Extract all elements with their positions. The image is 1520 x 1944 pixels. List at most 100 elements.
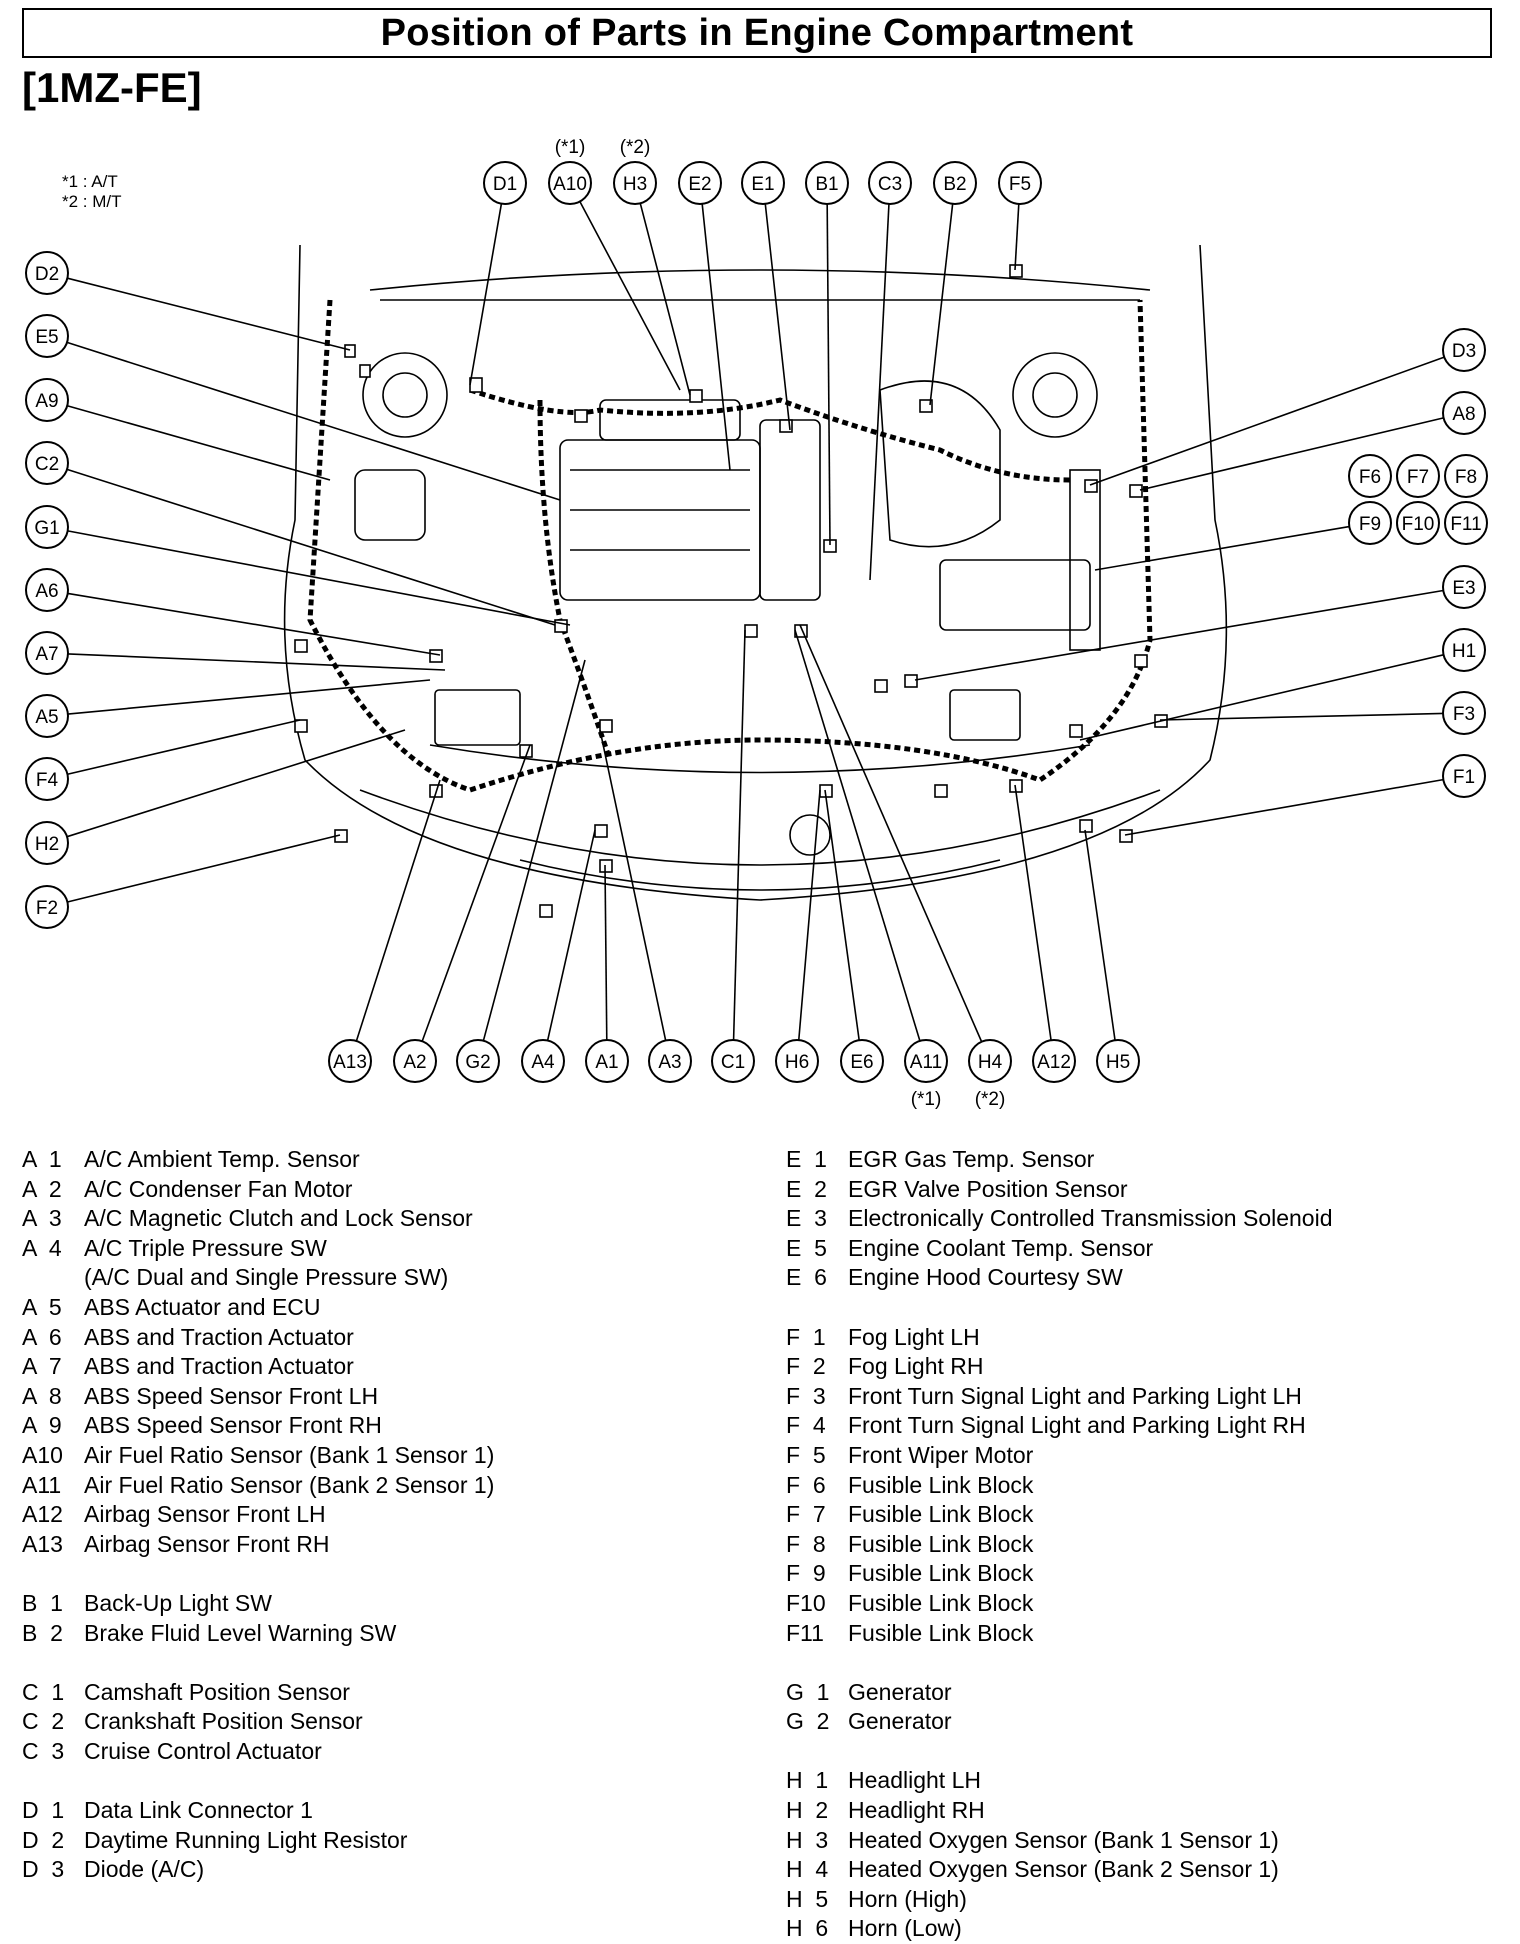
leader-f3: [1159, 712, 1444, 721]
callout-label: G1: [34, 518, 59, 539]
callout-circle: [613, 161, 657, 205]
callout-label: D3: [1452, 341, 1476, 362]
callout-circle: [1442, 628, 1486, 672]
callout-label: G2: [465, 1052, 490, 1073]
leader-a13: [355, 779, 441, 1042]
leader-h1: [1079, 654, 1444, 741]
leader-c2: [66, 468, 556, 626]
callout-note: (*1): [555, 137, 586, 158]
callout-d1: D1: [483, 161, 527, 205]
legend-code: E 2: [786, 1175, 827, 1202]
callout-label: A2: [403, 1052, 426, 1073]
callout-g1: G1: [25, 505, 69, 549]
callout-g2: G2: [456, 1039, 500, 1083]
callout-label: F9: [1359, 514, 1381, 535]
battery: [949, 689, 1021, 741]
legend-code: G 2: [786, 1708, 830, 1735]
callout-label: C3: [878, 174, 902, 195]
legend-code: A 6: [22, 1323, 62, 1350]
callout-f11: F11: [1444, 501, 1488, 545]
connectors: [294, 264, 1168, 918]
leader-g2: [482, 659, 586, 1041]
callout-c2: C2: [25, 441, 69, 485]
leader-d1: [469, 203, 503, 386]
leader-b2: [929, 203, 954, 406]
legend-text: A/C Condenser Fan Motor: [84, 1175, 353, 1202]
callout-note: (*2): [975, 1089, 1006, 1110]
legend-text: EGR Valve Position Sensor: [848, 1175, 1128, 1202]
callout-h6: H6: [775, 1039, 819, 1083]
callout-label: D2: [35, 264, 59, 285]
callout-a7: A7: [25, 631, 69, 675]
legend-code: A 7: [22, 1353, 62, 1380]
legend-text: Diode (A/C): [84, 1856, 205, 1883]
callout-circle: [585, 1039, 629, 1083]
callout-label: F11: [1450, 514, 1481, 535]
legend-text: Daytime Running Light Resistor: [84, 1826, 408, 1853]
engine-intake-plenum: [599, 399, 741, 441]
leader-a1: [604, 864, 608, 1041]
callout-h4: H4(*2): [968, 1039, 1012, 1110]
leader-e5: [66, 341, 561, 501]
legend-text: Fusible Link Block: [848, 1501, 1034, 1528]
engine-timing-cover: [759, 419, 821, 601]
legend-text: ABS Actuator and ECU: [84, 1293, 321, 1320]
legend-code: F 4: [786, 1412, 826, 1439]
callout-h3: H3(*2): [613, 137, 657, 205]
callout-label: E5: [35, 327, 58, 348]
callout-label: F7: [1407, 467, 1429, 488]
legend-text: Cruise Control Actuator: [84, 1737, 322, 1764]
callout-d2: D2: [25, 251, 69, 295]
legend-code: F 6: [786, 1471, 826, 1498]
callout-circle: [998, 161, 1042, 205]
legend-code: A 3: [22, 1205, 62, 1232]
legend-code: A 8: [22, 1382, 62, 1409]
callout-circle: [933, 161, 977, 205]
callout-label: F10: [1402, 514, 1435, 535]
leader-f4: [67, 719, 301, 776]
callout-f7: F7: [1396, 454, 1440, 498]
callout-circle: [328, 1039, 372, 1083]
legend-text: Camshaft Position Sensor: [84, 1678, 350, 1705]
callout-circle: [25, 505, 69, 549]
callout-a8: A8: [1442, 391, 1486, 435]
callout-label: F1: [1453, 767, 1475, 788]
leader-h3: [639, 203, 691, 396]
legend-code: F 2: [786, 1353, 826, 1380]
legend-code: E 5: [786, 1234, 827, 1261]
callout-a6: A6: [25, 568, 69, 612]
legend-text: A/C Ambient Temp. Sensor: [84, 1146, 360, 1172]
legend-code: B 1: [22, 1589, 63, 1616]
legend-text: Headlight RH: [848, 1797, 985, 1824]
legend-code: E 1: [786, 1146, 827, 1172]
legend-code: H 1: [786, 1767, 829, 1794]
callout-circle: [741, 161, 785, 205]
legend-code: A10: [22, 1441, 63, 1468]
legend-code: F 3: [786, 1382, 826, 1409]
callout-circle: [678, 161, 722, 205]
callout-circle: [25, 757, 69, 801]
callout-e6: E6: [840, 1039, 884, 1083]
callout-circle: [25, 378, 69, 422]
legend-text: Brake Fluid Level Warning SW: [84, 1619, 397, 1646]
callout-label: A12: [1037, 1052, 1071, 1073]
callout-label: F4: [36, 770, 59, 791]
callout-a4: A4: [521, 1039, 565, 1083]
legend-text: A/C Magnetic Clutch and Lock Sensor: [84, 1205, 473, 1232]
legend-text: Engine Hood Courtesy SW: [848, 1264, 1123, 1291]
leader-f5: [1014, 203, 1020, 271]
footnote-at: *1 : A/T: [62, 172, 118, 191]
callout-a5: A5: [25, 694, 69, 738]
